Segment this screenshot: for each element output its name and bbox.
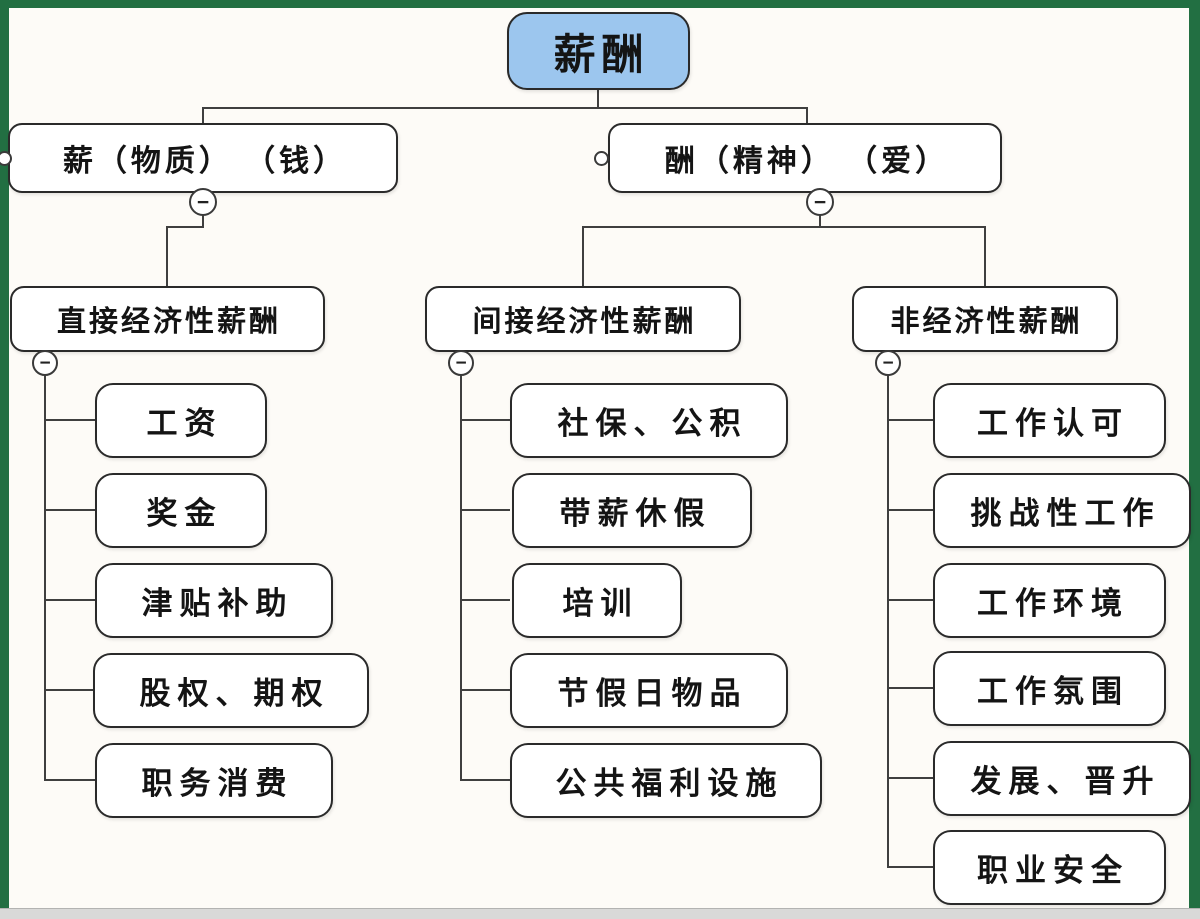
collapse-minus-icon[interactable]: − — [448, 350, 474, 376]
connector-line — [888, 419, 933, 421]
node-work-atmosphere[interactable]: 工作氛围 — [933, 651, 1166, 726]
node-public-welfare-facilities[interactable]: 公共福利设施 — [510, 743, 822, 818]
connector-line — [44, 374, 46, 781]
connector-line — [806, 107, 808, 124]
node-position-consumption[interactable]: 职务消费 — [95, 743, 333, 818]
connector-line — [460, 374, 462, 781]
connector-line — [202, 214, 204, 228]
node-challenging-work[interactable]: 挑战性工作 — [933, 473, 1191, 548]
connector-line — [887, 374, 889, 868]
connector-line — [461, 509, 510, 511]
connector-line — [888, 687, 933, 689]
node-work-recognition[interactable]: 工作认可 — [933, 383, 1166, 458]
connector-line — [166, 226, 204, 228]
node-career-security[interactable]: 职业安全 — [933, 830, 1166, 905]
frame-border-top — [0, 0, 1200, 8]
node-spiritual-reward[interactable]: 酬（精神） （爱） — [608, 123, 1002, 193]
frame-border-left — [0, 0, 9, 908]
connector-line — [597, 88, 599, 108]
connector-line — [582, 226, 986, 228]
node-non-economic[interactable]: 非经济性薪酬 — [852, 286, 1118, 352]
node-handle-icon — [0, 151, 12, 166]
node-training[interactable]: 培训 — [512, 563, 682, 638]
connector-line — [819, 214, 821, 228]
connector-line — [166, 226, 168, 287]
connector-line — [888, 599, 933, 601]
connector-line — [461, 419, 510, 421]
node-work-environment[interactable]: 工作环境 — [933, 563, 1166, 638]
node-development-promotion[interactable]: 发展、晋升 — [933, 741, 1191, 816]
node-paid-leave[interactable]: 带薪休假 — [512, 473, 752, 548]
connector-line — [461, 779, 510, 781]
node-allowances[interactable]: 津贴补助 — [95, 563, 333, 638]
node-compensation-root[interactable]: 薪酬 — [507, 12, 690, 90]
connector-line — [888, 866, 933, 868]
connector-line — [984, 226, 986, 287]
frame-border-right — [1189, 0, 1200, 908]
node-holiday-gifts[interactable]: 节假日物品 — [510, 653, 788, 728]
connector-line — [202, 107, 808, 109]
collapse-minus-icon[interactable]: − — [189, 188, 217, 216]
connector-line — [45, 689, 95, 691]
connector-line — [582, 226, 584, 287]
connector-line — [461, 689, 510, 691]
collapse-minus-icon[interactable]: − — [32, 350, 58, 376]
connector-line — [45, 419, 95, 421]
node-social-insurance[interactable]: 社保、公积 — [510, 383, 788, 458]
connector-line — [888, 777, 933, 779]
bottom-scrollbar-track[interactable] — [0, 908, 1200, 919]
connector-line — [45, 779, 95, 781]
connector-line — [45, 509, 95, 511]
collapse-minus-icon[interactable]: − — [806, 188, 834, 216]
node-direct-economic[interactable]: 直接经济性薪酬 — [10, 286, 325, 352]
collapse-minus-icon[interactable]: − — [875, 350, 901, 376]
connector-line — [888, 509, 933, 511]
node-indirect-economic[interactable]: 间接经济性薪酬 — [425, 286, 741, 352]
node-bonus[interactable]: 奖金 — [95, 473, 267, 548]
connector-line — [45, 599, 95, 601]
node-equity-options[interactable]: 股权、期权 — [93, 653, 369, 728]
node-handle-icon — [594, 151, 609, 166]
node-material-pay[interactable]: 薪（物质） （钱） — [8, 123, 398, 193]
node-wages[interactable]: 工资 — [95, 383, 267, 458]
connector-line — [202, 107, 204, 124]
connector-line — [461, 599, 510, 601]
